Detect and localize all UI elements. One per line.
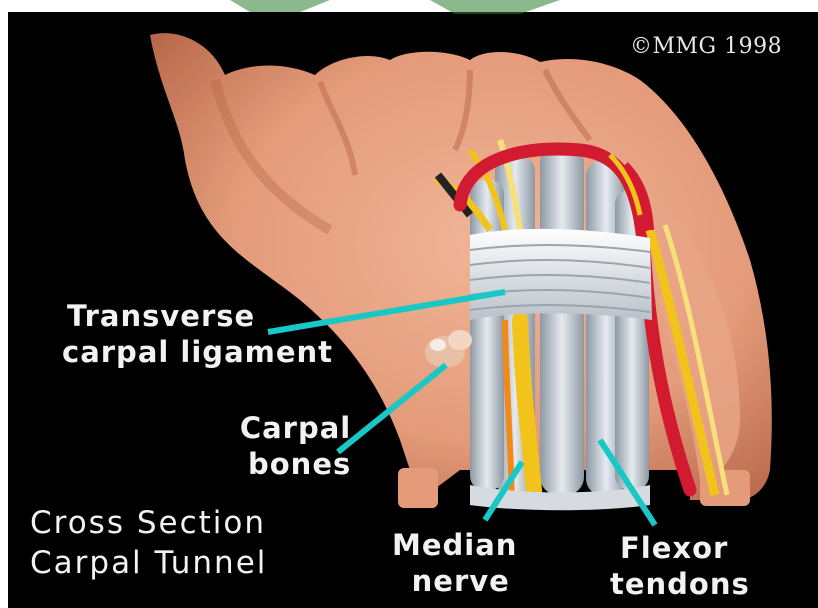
tendon	[540, 145, 584, 495]
label-flexor-tendons: Flexor tendons	[610, 530, 750, 602]
label-median-nerve: Median nerve	[392, 527, 517, 599]
top-frame	[0, 0, 818, 12]
copyright-notice: ©MMG 1998	[630, 34, 782, 59]
label-line: Carpal	[234, 410, 351, 446]
diagram-title: Cross Section Carpal Tunnel	[30, 503, 267, 583]
label-line: bones	[234, 446, 351, 482]
transverse-carpal-ligament	[470, 229, 652, 320]
label-line: Transverse	[62, 298, 333, 334]
title-line: Carpal Tunnel	[30, 543, 267, 583]
label-transverse-carpal-ligament: Transverse carpal ligament	[62, 298, 333, 370]
label-line: carpal ligament	[62, 334, 333, 370]
label-line: tendons	[610, 566, 750, 602]
label-line: nerve	[392, 563, 517, 599]
label-carpal-bones: Carpal bones	[234, 410, 351, 482]
label-line: Flexor	[610, 530, 750, 566]
label-line: Median	[392, 527, 517, 563]
title-line: Cross Section	[30, 503, 267, 543]
left-frame	[0, 0, 8, 608]
